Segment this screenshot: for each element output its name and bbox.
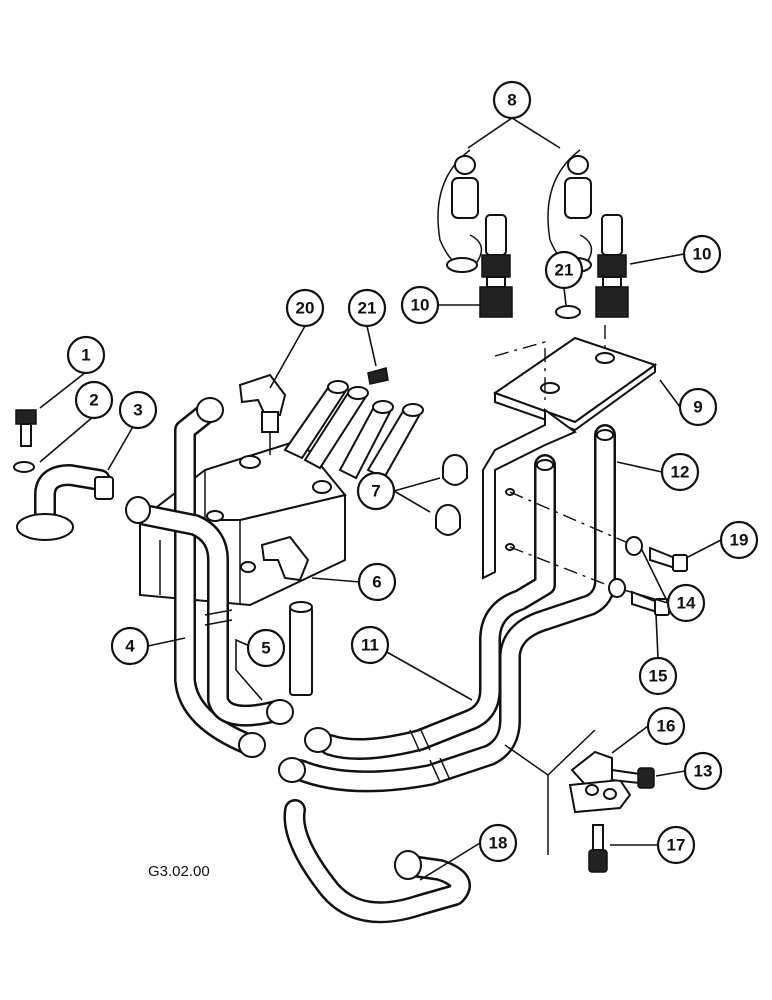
callout-6: 6 <box>357 562 397 602</box>
label-21-valve <box>367 367 389 385</box>
svg-text:18: 18 <box>489 834 508 853</box>
bolt-17 <box>588 824 608 873</box>
svg-text:19: 19 <box>730 531 749 550</box>
spacers-7 <box>435 454 468 536</box>
pipe-4 <box>174 399 261 756</box>
callout-10-left: 10 <box>400 285 440 325</box>
svg-text:6: 6 <box>372 573 381 592</box>
callout-14: 14 <box>666 583 706 623</box>
clamp-16 <box>568 750 632 814</box>
callout-13: 13 <box>683 751 723 791</box>
elbow-3 <box>16 464 114 541</box>
svg-text:14: 14 <box>677 594 696 613</box>
svg-text:3: 3 <box>133 401 142 420</box>
svg-text:8: 8 <box>507 91 516 110</box>
svg-text:12: 12 <box>671 463 690 482</box>
callout-20: 20 <box>285 288 325 328</box>
dust-cap-8-left <box>437 149 483 273</box>
svg-text:16: 16 <box>657 717 676 736</box>
callout-9: 9 <box>678 387 718 427</box>
bolt-19 <box>649 546 688 572</box>
callout-3: 3 <box>118 390 158 430</box>
svg-text:13: 13 <box>694 762 713 781</box>
leader-lines <box>39 117 722 881</box>
mounting-centerlines <box>509 491 636 591</box>
callout-15: 15 <box>638 656 678 696</box>
svg-text:20: 20 <box>296 299 315 318</box>
pipe-5 <box>134 504 291 727</box>
svg-text:9: 9 <box>693 398 702 417</box>
svg-text:11: 11 <box>361 636 379 655</box>
pipe-18 <box>283 799 471 924</box>
svg-text:5: 5 <box>261 639 270 658</box>
svg-text:1: 1 <box>81 346 90 365</box>
pipe-12 <box>289 424 616 793</box>
bolt-15 <box>631 590 670 616</box>
callout-16: 16 <box>646 706 686 746</box>
washers-14 <box>608 536 643 598</box>
bolt-13 <box>611 767 655 789</box>
washer-2 <box>13 461 35 473</box>
callout-4: 4 <box>110 626 150 666</box>
frame-reference-lines <box>504 729 596 855</box>
label-plate-21-top <box>555 305 581 319</box>
callout-8: 8 <box>492 80 532 120</box>
callout-12: 12 <box>660 452 700 492</box>
callout-5: 5 <box>246 628 286 668</box>
figure-code: G3.02.00 <box>148 863 210 880</box>
quick-coupler-10-left <box>479 214 513 318</box>
bolt-1 <box>15 409 37 447</box>
svg-text:4: 4 <box>125 637 135 656</box>
pipe-11 <box>319 454 556 760</box>
svg-text:17: 17 <box>667 836 686 855</box>
svg-text:7: 7 <box>371 482 380 501</box>
pipe-break-marks <box>204 609 451 783</box>
callout-7: 7 <box>356 471 396 511</box>
elbow-fitting-6 <box>260 535 313 696</box>
pipe-fittings <box>125 397 614 880</box>
svg-text:10: 10 <box>411 296 430 315</box>
callout-19: 19 <box>719 520 759 560</box>
elbow-fitting-20 <box>238 373 287 455</box>
callout-10-right: 10 <box>682 234 722 274</box>
svg-text:15: 15 <box>649 667 668 686</box>
callout-1: 1 <box>66 335 106 375</box>
svg-text:10: 10 <box>693 245 712 264</box>
svg-text:21: 21 <box>555 261 574 280</box>
callout-17: 17 <box>656 825 696 865</box>
callout-11: 11 <box>350 625 390 665</box>
callout-2: 2 <box>74 380 114 420</box>
bracket-9 <box>482 325 658 580</box>
svg-text:2: 2 <box>89 391 98 410</box>
quick-coupler-10-right <box>595 214 629 318</box>
callout-18: 18 <box>478 823 518 863</box>
svg-text:21: 21 <box>358 299 377 318</box>
callout-21-valve: 21 <box>347 288 387 328</box>
callout-21-bracket: 21 <box>544 250 584 290</box>
